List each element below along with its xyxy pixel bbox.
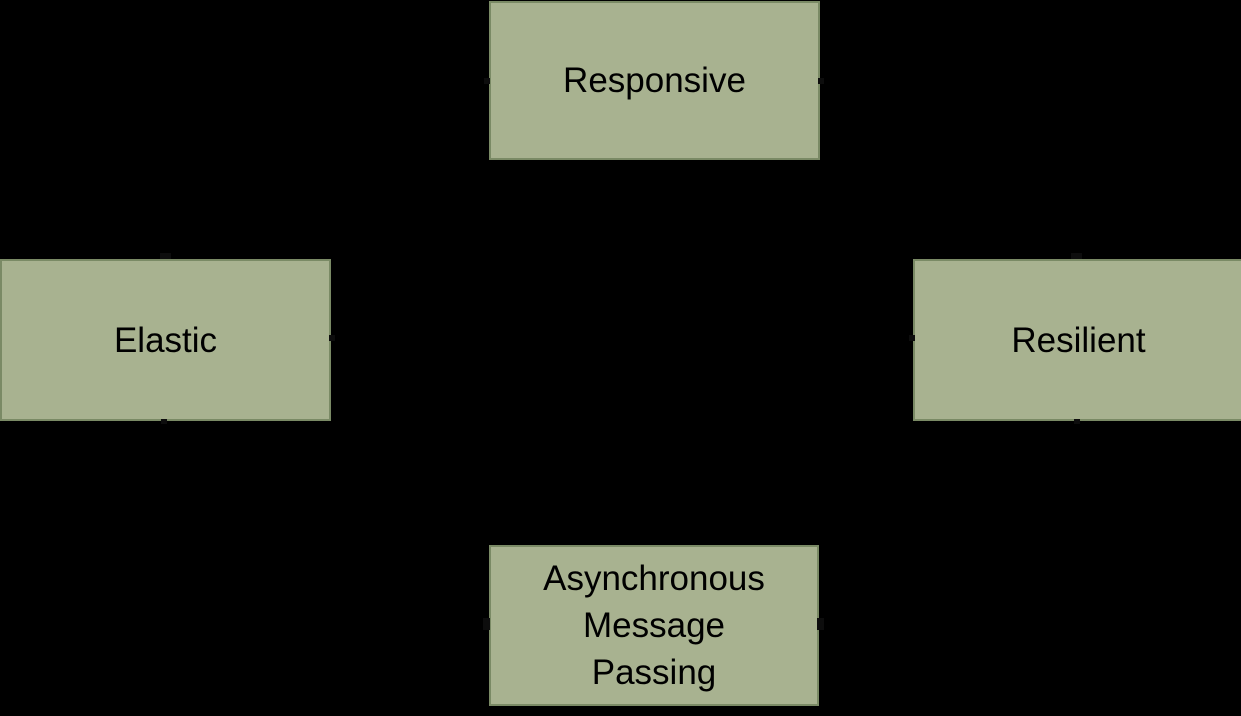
arrowhead-tip-mark	[483, 618, 490, 630]
arrowhead-tip-mark	[1074, 419, 1080, 424]
node-async-label-line-2: Message	[582, 606, 726, 645]
arrowhead-tip-mark	[817, 618, 824, 630]
arrowhead-tip-mark	[484, 78, 490, 84]
arrowhead-tip-mark	[909, 335, 915, 341]
arrowhead-tip-mark	[329, 335, 335, 341]
node-responsive: Responsive	[489, 1, 820, 160]
node-async-label-line-3: Passing	[591, 653, 717, 692]
node-resilient-label: Resilient	[1011, 320, 1146, 360]
arrowhead-tip-mark	[160, 253, 171, 259]
arrowhead-tip-mark	[1071, 253, 1082, 259]
node-elastic-label: Elastic	[113, 320, 218, 360]
node-async-message-passing: Asynchronous Message Passing	[489, 545, 819, 706]
arrowhead-tip-mark	[818, 78, 824, 84]
node-resilient: Resilient	[913, 259, 1241, 421]
arrowhead-tip-mark	[161, 419, 167, 424]
node-async-label-line-1: Asynchronous	[543, 559, 765, 598]
node-elastic: Elastic	[0, 259, 331, 421]
node-responsive-label: Responsive	[563, 61, 746, 100]
